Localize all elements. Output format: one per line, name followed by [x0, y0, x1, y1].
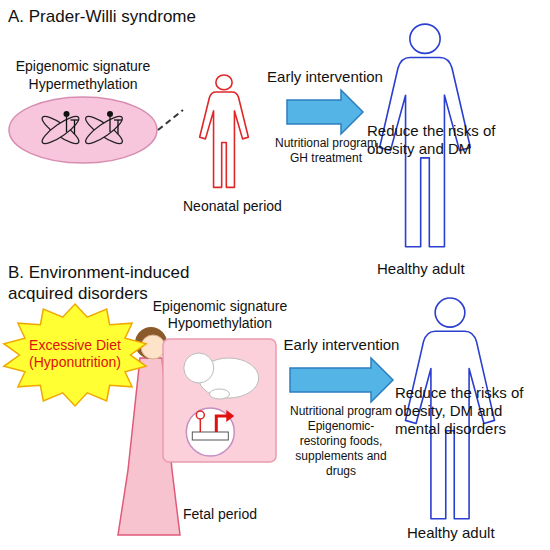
fetus-head — [184, 353, 214, 383]
node-text: Hypermethylation — [8, 76, 158, 93]
chromosome-arm — [39, 112, 82, 147]
node-text: Excessive Diet (Hyponutrition) — [19, 337, 131, 371]
nucleus-ellipse — [9, 97, 157, 163]
dashed-connector — [158, 110, 183, 130]
epigenome-node: Epigenomic signatureHypermethylation — [8, 58, 158, 166]
gene-mark-bar — [114, 119, 122, 120]
woman-face — [141, 335, 165, 359]
gene-box — [192, 432, 228, 440]
gene-mark-stem — [74, 120, 75, 134]
node-text: Epigenomic signature — [8, 58, 158, 75]
head-outline — [216, 75, 232, 90]
node-text: Neonatal period — [183, 198, 287, 215]
edge-label: Early intervention — [272, 336, 412, 355]
neonate-figure — [195, 74, 253, 190]
head-outline — [410, 24, 440, 53]
dashed-line — [158, 110, 183, 130]
methyl-mark-stem — [109, 117, 110, 132]
methyl-mark — [64, 111, 70, 117]
methyl-mark-stem — [200, 418, 202, 432]
gene-mark-stem — [117, 120, 118, 134]
block-arrow — [290, 358, 393, 402]
node-text: Epigenomic signature — [150, 298, 290, 315]
methyl-mark — [196, 411, 204, 419]
chromosome-arm — [83, 112, 126, 147]
expression-arrow — [216, 416, 227, 432]
gene-mark-bar — [71, 119, 79, 120]
head-outline — [435, 298, 465, 327]
chromosome-arm — [83, 112, 126, 147]
gene-circle — [186, 408, 234, 456]
adult-node: Reduce the risks of obesity, DM and ment… — [393, 296, 548, 546]
fetal-node: Epigenomic signatureHypomethylationFetal… — [150, 298, 290, 530]
body-outline — [200, 92, 249, 187]
fetus-limb — [210, 389, 230, 399]
intervention-note: Nutritional program GH treatment — [270, 136, 382, 166]
node-text: Healthy adult — [377, 260, 527, 278]
starburst-shape — [4, 304, 146, 406]
diet-starburst-node: Excessive Diet (Hyponutrition) — [0, 302, 150, 408]
methyl-mark — [107, 111, 113, 117]
node-text: Healthy adult — [407, 524, 547, 542]
nucleus-ellipse-svg — [8, 96, 158, 164]
arrow-body — [290, 358, 393, 402]
edge-label: Early intervention — [255, 68, 395, 87]
chromosome-arm — [39, 112, 82, 147]
intervention-note: Nutritional program Epigenomic-restoring… — [288, 404, 394, 479]
node-text: Hypomethylation — [150, 315, 290, 332]
adult-node: Reduce the risks of obesity and DM Health… — [363, 22, 547, 284]
node-text: Reduce the risks of obesity and DM — [367, 122, 545, 158]
node-text: Fetal period — [150, 506, 290, 523]
womb-svg — [162, 338, 277, 463]
methyl-mark-stem — [66, 117, 67, 132]
node-text: Reduce the risks of obesity, DM and ment… — [395, 384, 547, 438]
expression-arrow-head — [226, 410, 234, 422]
section-heading: A. Prader-Willi syndrome — [8, 6, 308, 27]
arrow-body — [287, 90, 363, 134]
womb-box — [163, 339, 276, 462]
neonate-node: Neonatal period — [183, 72, 287, 222]
section-heading: B. Environment-induced acquired disorder… — [8, 262, 223, 305]
block-arrow — [287, 90, 363, 134]
